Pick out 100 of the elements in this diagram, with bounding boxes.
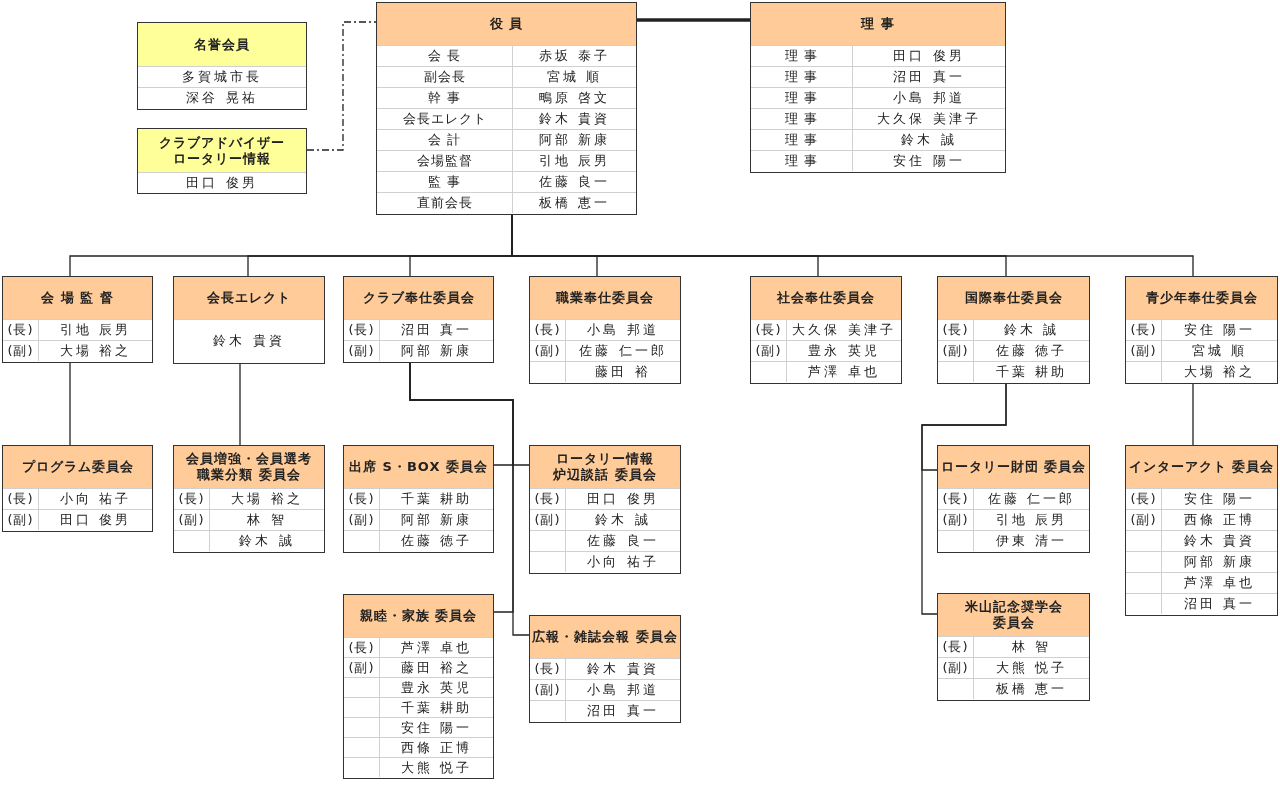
member-name: 佐藤 徳子 xyxy=(995,342,1068,360)
committee-box xyxy=(343,276,494,363)
member-name: 安住 陽一 xyxy=(1183,321,1256,339)
role-label: (長) xyxy=(534,321,561,339)
member-name: 小島 邦道 xyxy=(587,681,659,699)
role-label: (長) xyxy=(1130,490,1157,508)
member-name: 芦澤 卓也 xyxy=(808,363,880,381)
role-label: 副会長 xyxy=(423,68,466,86)
role-label: 理 事 xyxy=(784,47,819,65)
member-name: 赤坂 泰子 xyxy=(538,47,611,65)
box-header: 青少年奉仕委員会 xyxy=(1126,277,1277,319)
committee-box xyxy=(173,445,325,553)
member-name: 田口 俊男 xyxy=(59,511,132,529)
member-name: 藤田 裕 xyxy=(595,363,651,381)
box-header: 会員増強・会員選考職業分類 委員会 xyxy=(174,446,324,488)
member-name: 小向 祐子 xyxy=(59,490,132,508)
committee-box xyxy=(137,22,307,110)
role-label: (副) xyxy=(942,342,969,360)
member-name: 大場 裕之 xyxy=(1183,363,1256,381)
role-label: (長) xyxy=(534,490,561,508)
role-label: 会場監督 xyxy=(416,152,473,170)
member-name: 佐藤 仁一郎 xyxy=(987,490,1076,508)
committee-box xyxy=(937,445,1090,553)
role-label: (長) xyxy=(348,321,375,339)
box-header: ロータリー情報炉辺談話 委員会 xyxy=(530,446,680,488)
role-label: (副) xyxy=(348,658,375,677)
connector-line xyxy=(637,18,750,22)
member-name: 多賀城市長 xyxy=(182,68,262,86)
box-header: 会 場 監 督 xyxy=(3,277,152,319)
role-label: 理 事 xyxy=(784,152,819,170)
role-label: (長) xyxy=(7,490,34,508)
member-name: 林 智 xyxy=(1011,638,1052,656)
member-name: 沼田 真一 xyxy=(400,321,473,339)
role-label: (副) xyxy=(348,342,375,360)
box-header: ロータリー財団 委員会 xyxy=(938,446,1089,488)
member-name: 阿部 新康 xyxy=(400,342,473,360)
member-name: 田口 俊男 xyxy=(893,47,965,65)
role-label: (長) xyxy=(1130,321,1157,339)
committee-box xyxy=(937,276,1090,384)
role-label: 直前会長 xyxy=(416,194,473,212)
role-label: (副) xyxy=(534,342,561,360)
box-header: クラブ奉仕委員会 xyxy=(344,277,493,319)
member-name: 西條 正博 xyxy=(400,738,473,757)
committee-box xyxy=(750,2,1006,173)
member-name: 佐藤 良一 xyxy=(587,532,659,550)
member-name: 沼田 真一 xyxy=(893,68,965,86)
committee-box xyxy=(1125,445,1278,616)
member-name: 阿部 新康 xyxy=(538,131,611,149)
box-header: 社会奉仕委員会 xyxy=(751,277,901,319)
role-label: (副) xyxy=(942,659,969,677)
member-name: 大久保 美津子 xyxy=(877,110,981,128)
member-name: 田口 俊男 xyxy=(587,490,659,508)
committee-box xyxy=(529,445,681,574)
box-header: 広報・雑誌会報 委員会 xyxy=(530,616,680,658)
committee-box xyxy=(937,593,1090,701)
role-label: (長) xyxy=(178,490,205,508)
member-name: 宮城 順 xyxy=(546,68,603,86)
member-name: 安住 陽一 xyxy=(1183,490,1256,508)
box-header: 国際奉仕委員会 xyxy=(938,277,1089,319)
committee-box xyxy=(529,276,681,384)
member-name: 藤田 裕之 xyxy=(400,658,473,677)
box-header: 名誉会員 xyxy=(138,23,306,66)
committee-box xyxy=(343,445,494,553)
committee-box xyxy=(750,276,902,384)
member-name: 板橋 恵一 xyxy=(538,194,611,212)
member-name: 佐藤 仁一郎 xyxy=(579,342,667,360)
member-name: 大久保 美津子 xyxy=(792,321,896,339)
box-header: インターアクト 委員会 xyxy=(1126,446,1277,488)
box-header: 理 事 xyxy=(751,3,1005,45)
box-header: 会長エレクト xyxy=(174,277,324,319)
member-name: 阿部 新康 xyxy=(1183,553,1256,571)
role-label: 理 事 xyxy=(784,131,819,149)
role-label: (長) xyxy=(942,490,969,508)
committee-box xyxy=(2,276,153,363)
role-label: 会 計 xyxy=(427,131,462,149)
role-label: (副) xyxy=(755,342,782,360)
role-label: 理 事 xyxy=(784,68,819,86)
role-label: (副) xyxy=(534,681,561,699)
member-name: 大場 裕之 xyxy=(231,490,303,508)
box-header: 米山記念奨学会委員会 xyxy=(938,594,1089,636)
role-label: (長) xyxy=(7,321,34,339)
member-name: 小島 邦道 xyxy=(587,321,659,339)
role-label: (長) xyxy=(348,490,375,508)
member-name: 鈴木 貴資 xyxy=(587,660,659,678)
box-header: 役 員 xyxy=(377,3,636,45)
member-name: 佐藤 良一 xyxy=(538,173,611,191)
role-label: 幹 事 xyxy=(427,89,462,107)
member-name: 芦澤 卓也 xyxy=(1183,574,1256,592)
member-name: 佐藤 徳子 xyxy=(400,532,473,550)
member-name: 沼田 真一 xyxy=(587,702,659,720)
member-name: 豊永 英児 xyxy=(400,678,473,697)
member-name: 鈴木 誠 xyxy=(595,511,651,529)
member-name: 林 智 xyxy=(247,511,287,529)
role-label: 理 事 xyxy=(784,110,819,128)
member-name: 豊永 英児 xyxy=(808,342,880,360)
committee-box xyxy=(2,445,153,532)
member-name: 大熊 悦子 xyxy=(400,758,473,777)
member-name: 鈴木 貴資 xyxy=(1183,532,1256,550)
member-name: 鈴木 貴資 xyxy=(213,332,285,350)
role-label: 監 事 xyxy=(427,173,462,191)
